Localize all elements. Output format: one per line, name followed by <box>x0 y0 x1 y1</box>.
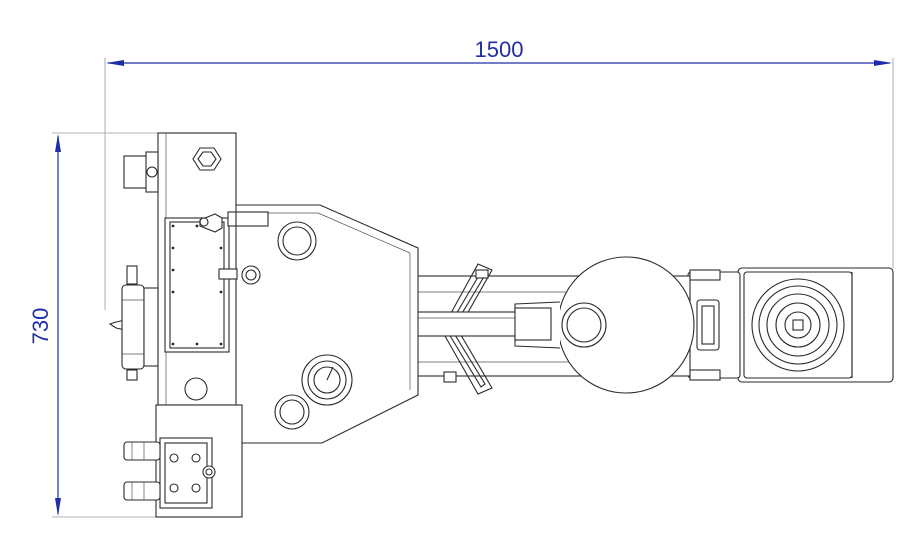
lower-control-block <box>123 404 243 518</box>
width-arrow-right <box>874 60 892 66</box>
height-arrow-bottom <box>55 498 61 516</box>
angled-housing <box>227 204 419 444</box>
gear-wheel <box>751 278 845 372</box>
height-arrow-top <box>55 134 61 152</box>
machine-outline <box>108 132 894 518</box>
width-dimension-label: 1500 <box>475 37 524 62</box>
inner-panel <box>164 211 269 353</box>
dimension-annotations: 1500 730 <box>28 37 894 518</box>
height-dimension-label: 730 <box>28 308 53 345</box>
width-arrow-left <box>106 60 124 66</box>
